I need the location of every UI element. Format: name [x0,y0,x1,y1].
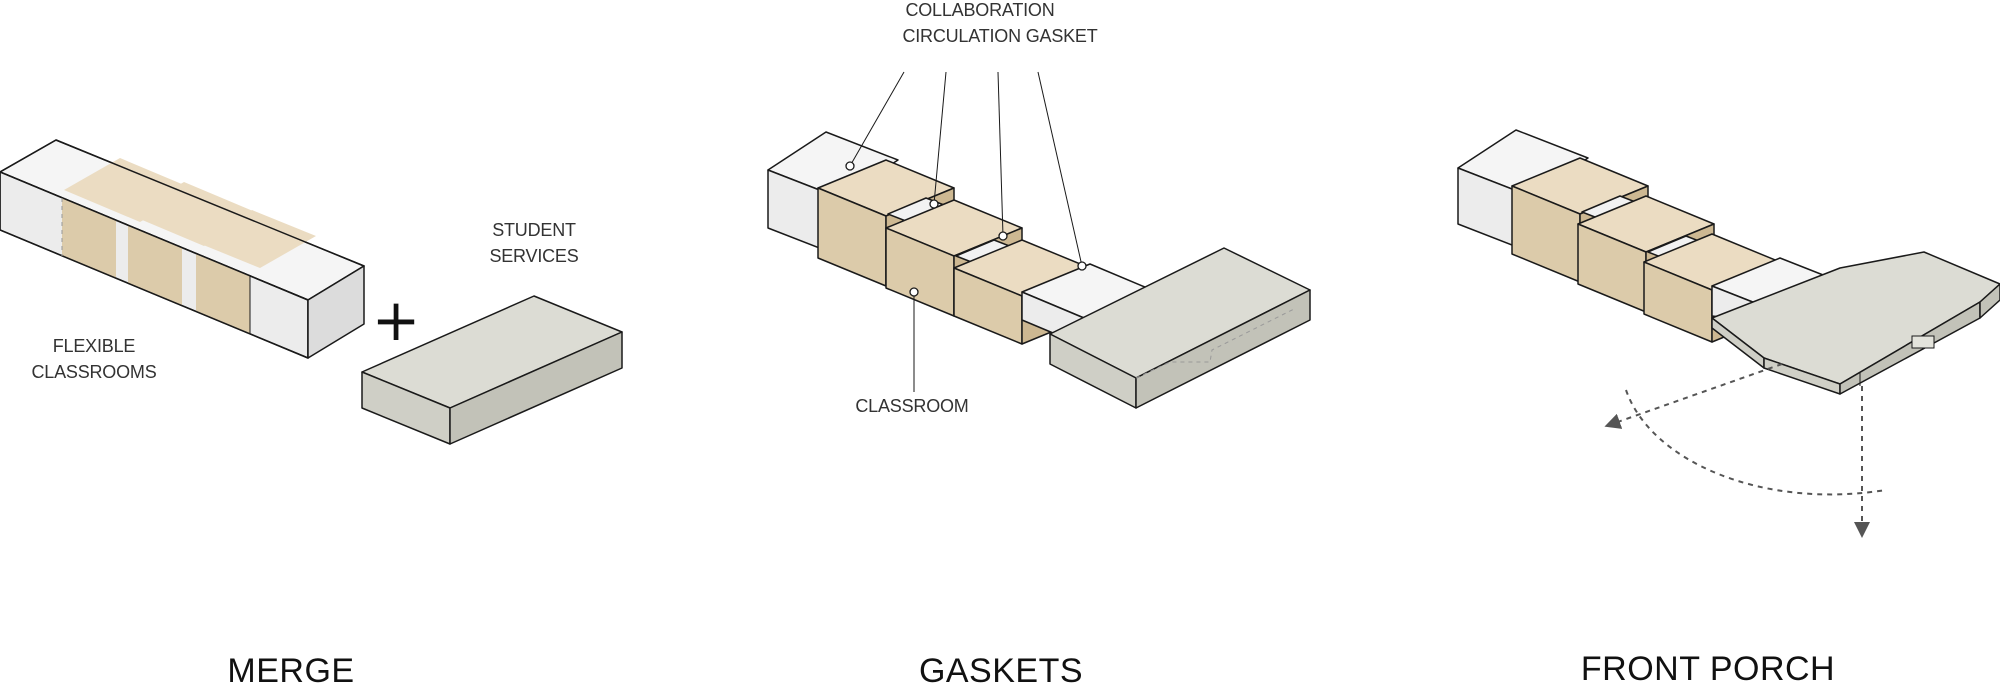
panel-merge: + FLEXIBLE CLASSROOMS STUDENT SERVICES M… [0,139,623,690]
label-student-line1: STUDENT [492,220,576,240]
panel-title-gaskets: GASKETS [919,652,1083,690]
panel-title-merge: MERGE [227,652,354,690]
label-collab-line1: COLLABORATION [905,0,1054,20]
label-student-line2: SERVICES [489,246,578,266]
services-slab-gaskets [1049,247,1311,409]
front-porch-slab [1711,251,2000,395]
label-classroom: CLASSROOM [855,396,968,416]
plus-sign: + [372,286,421,354]
flexible-classrooms-block [0,139,365,359]
panel-title-front-porch: FRONT PORCH [1581,650,1835,688]
label-flexible-line1: FLEXIBLE [53,336,136,356]
panel-gaskets: COLLABORATION CIRCULATION GASKET CLASSRO… [767,0,1311,690]
panel-front-porch: FRONT PORCH [1457,129,2000,688]
label-collab-line2: CIRCULATION GASKET [902,26,1097,46]
student-services-block [361,295,623,445]
leader-lines [845,71,1087,392]
label-flexible-line2: CLASSROOMS [31,362,156,382]
porch-view-arrows [1604,363,1887,538]
